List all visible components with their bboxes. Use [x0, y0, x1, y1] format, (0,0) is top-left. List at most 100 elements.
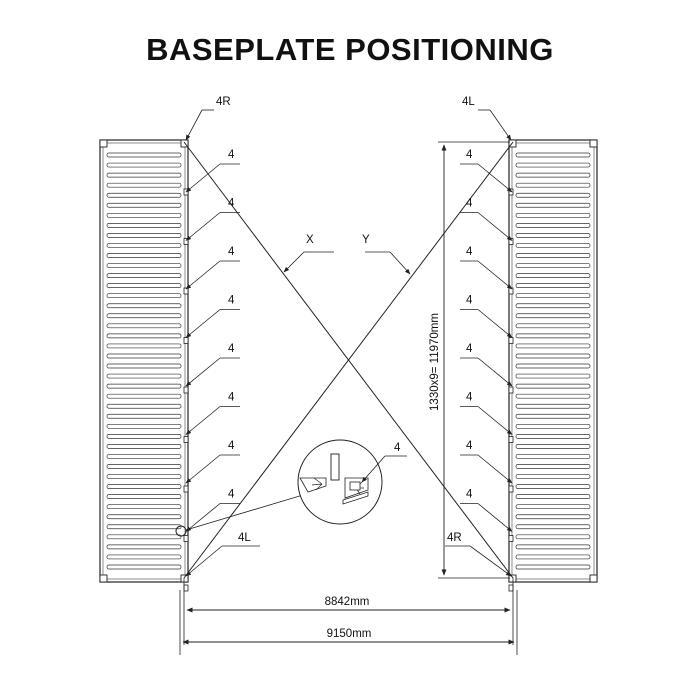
corrugation-rib: [515, 243, 591, 248]
corrugation-rib: [515, 454, 591, 459]
baseplate-callout-label: 4: [466, 295, 473, 307]
vertical-dimension-label: 1330x9= 11970mm: [429, 313, 441, 411]
inner-width-dimension: 8842mm: [183, 578, 514, 645]
baseplate-callout-label: 4: [466, 440, 473, 452]
corrugation-rib: [515, 564, 591, 570]
baseplate-callout-right: 4: [460, 246, 513, 290]
diagonal-y-label: Y: [362, 234, 370, 246]
baseplate-mark: [508, 287, 514, 295]
corrugation-rib: [515, 444, 591, 449]
corrugation-rib: [515, 383, 591, 389]
baseplate-callout-label: 4: [466, 149, 473, 161]
corrugation-rib: [106, 474, 182, 479]
corrugation-rib: [515, 464, 591, 469]
corrugation-rib: [515, 233, 591, 238]
corrugation-rib: [515, 283, 591, 288]
corrugation-rib: [106, 524, 182, 530]
baseplate-callout-left: 4: [185, 198, 240, 241]
baseplate-callout-label: 4: [466, 343, 473, 355]
corrugation-rib: [106, 223, 182, 228]
corner-label-bottom-left: 4L: [238, 532, 251, 544]
corrugation-rib: [106, 202, 182, 208]
corrugation-rib: [106, 303, 182, 309]
diagonal-y-line: [183, 141, 514, 579]
baseplate-mark: [508, 337, 514, 344]
corrugation-rib: [106, 564, 182, 570]
corrugation-rib: [515, 373, 591, 379]
corrugation-rib: [515, 293, 591, 299]
baseplate-callout-left: 4: [185, 440, 240, 484]
corner-callout-bottom-right: 4R: [445, 532, 512, 577]
baseplate-mark: [508, 535, 514, 542]
corrugation-rib: [515, 172, 591, 178]
corner-callout-bottom-left: 4L: [185, 532, 260, 577]
corrugation-rib: [106, 373, 182, 379]
corrugation-rib: [515, 474, 591, 479]
corrugation-rib: [515, 554, 591, 560]
baseplate-mark: [183, 584, 189, 592]
baseplate-callout-label: 4: [228, 392, 235, 404]
corrugation-rib: [515, 192, 591, 198]
baseplate-callout-label: 4: [228, 295, 235, 307]
corrugation-rib: [106, 233, 182, 238]
diagonal-y-callout: Y: [362, 234, 411, 275]
vertical-dimension: 1330x9= 11970mm: [429, 141, 510, 579]
corrugation-rib: [515, 303, 591, 309]
corrugation-rib: [515, 202, 591, 208]
corrugation-rib: [106, 444, 182, 449]
corrugation-rib: [106, 383, 182, 389]
outer-width-label: 9150mm: [327, 628, 372, 640]
corrugation-rib: [515, 152, 591, 158]
corner-casting: [99, 139, 108, 148]
corrugation-rib: [106, 162, 182, 168]
corrugation-rib: [106, 253, 182, 258]
baseplate-callout-label: 4: [228, 489, 235, 501]
baseplate-callout-right: 4: [460, 295, 513, 338]
corrugation-rib: [106, 464, 182, 469]
corrugation-rib: [515, 434, 591, 439]
baseplate-callout-label: 4: [228, 246, 235, 258]
corrugation-rib: [106, 172, 182, 178]
corrugation-rib: [515, 212, 591, 218]
baseplate-mark: [183, 436, 189, 443]
baseplate-mark: [183, 535, 189, 542]
corrugation-rib: [515, 534, 591, 540]
weld-detail-callout: 4: [175, 439, 407, 537]
corrugation-rib: [515, 343, 591, 349]
corner-casting: [508, 139, 517, 148]
baseplate-mark: [183, 337, 189, 344]
corrugation-rib: [106, 333, 182, 339]
baseplate-callout-left: 4: [185, 392, 240, 435]
diagonal-x-callout: X: [283, 234, 334, 273]
corrugation-rib: [106, 423, 182, 429]
detail-label: 4: [394, 442, 401, 454]
baseplate-mark: [183, 485, 189, 493]
baseplate-mark: [183, 386, 189, 394]
corner-callout-top-right: 4L: [462, 96, 512, 141]
corrugation-rib: [515, 182, 591, 188]
page-title: BASEPLATE POSITIONING: [146, 32, 554, 67]
inner-width-label: 8842mm: [325, 596, 370, 608]
baseplate-callout-label: 4: [228, 343, 235, 355]
corner-callout-top-left: 4R: [185, 96, 231, 141]
corrugation-rib: [106, 343, 182, 349]
corrugation-rib: [106, 273, 182, 278]
corner-label-top-left: 4R: [216, 96, 231, 108]
baseplate-callout-right: 4: [460, 149, 513, 193]
corner-label-top-right: 4L: [462, 96, 475, 108]
baseplate-callout-left: 4: [185, 295, 240, 338]
corrugation-rib: [515, 323, 591, 329]
corrugation-rib: [106, 243, 182, 248]
corrugation-rib: [515, 544, 591, 550]
corrugation-rib: [106, 192, 182, 198]
right-container: [508, 139, 598, 592]
baseplate-callout-left: 4: [185, 489, 240, 532]
corrugation-rib: [515, 333, 591, 339]
corner-casting: [589, 574, 598, 583]
corrugation-rib: [106, 544, 182, 550]
corrugation-rib: [106, 484, 182, 489]
corrugation-rib: [106, 353, 182, 359]
corrugation-rib: [106, 504, 182, 510]
baseplate-callout-label: 4: [466, 246, 473, 258]
